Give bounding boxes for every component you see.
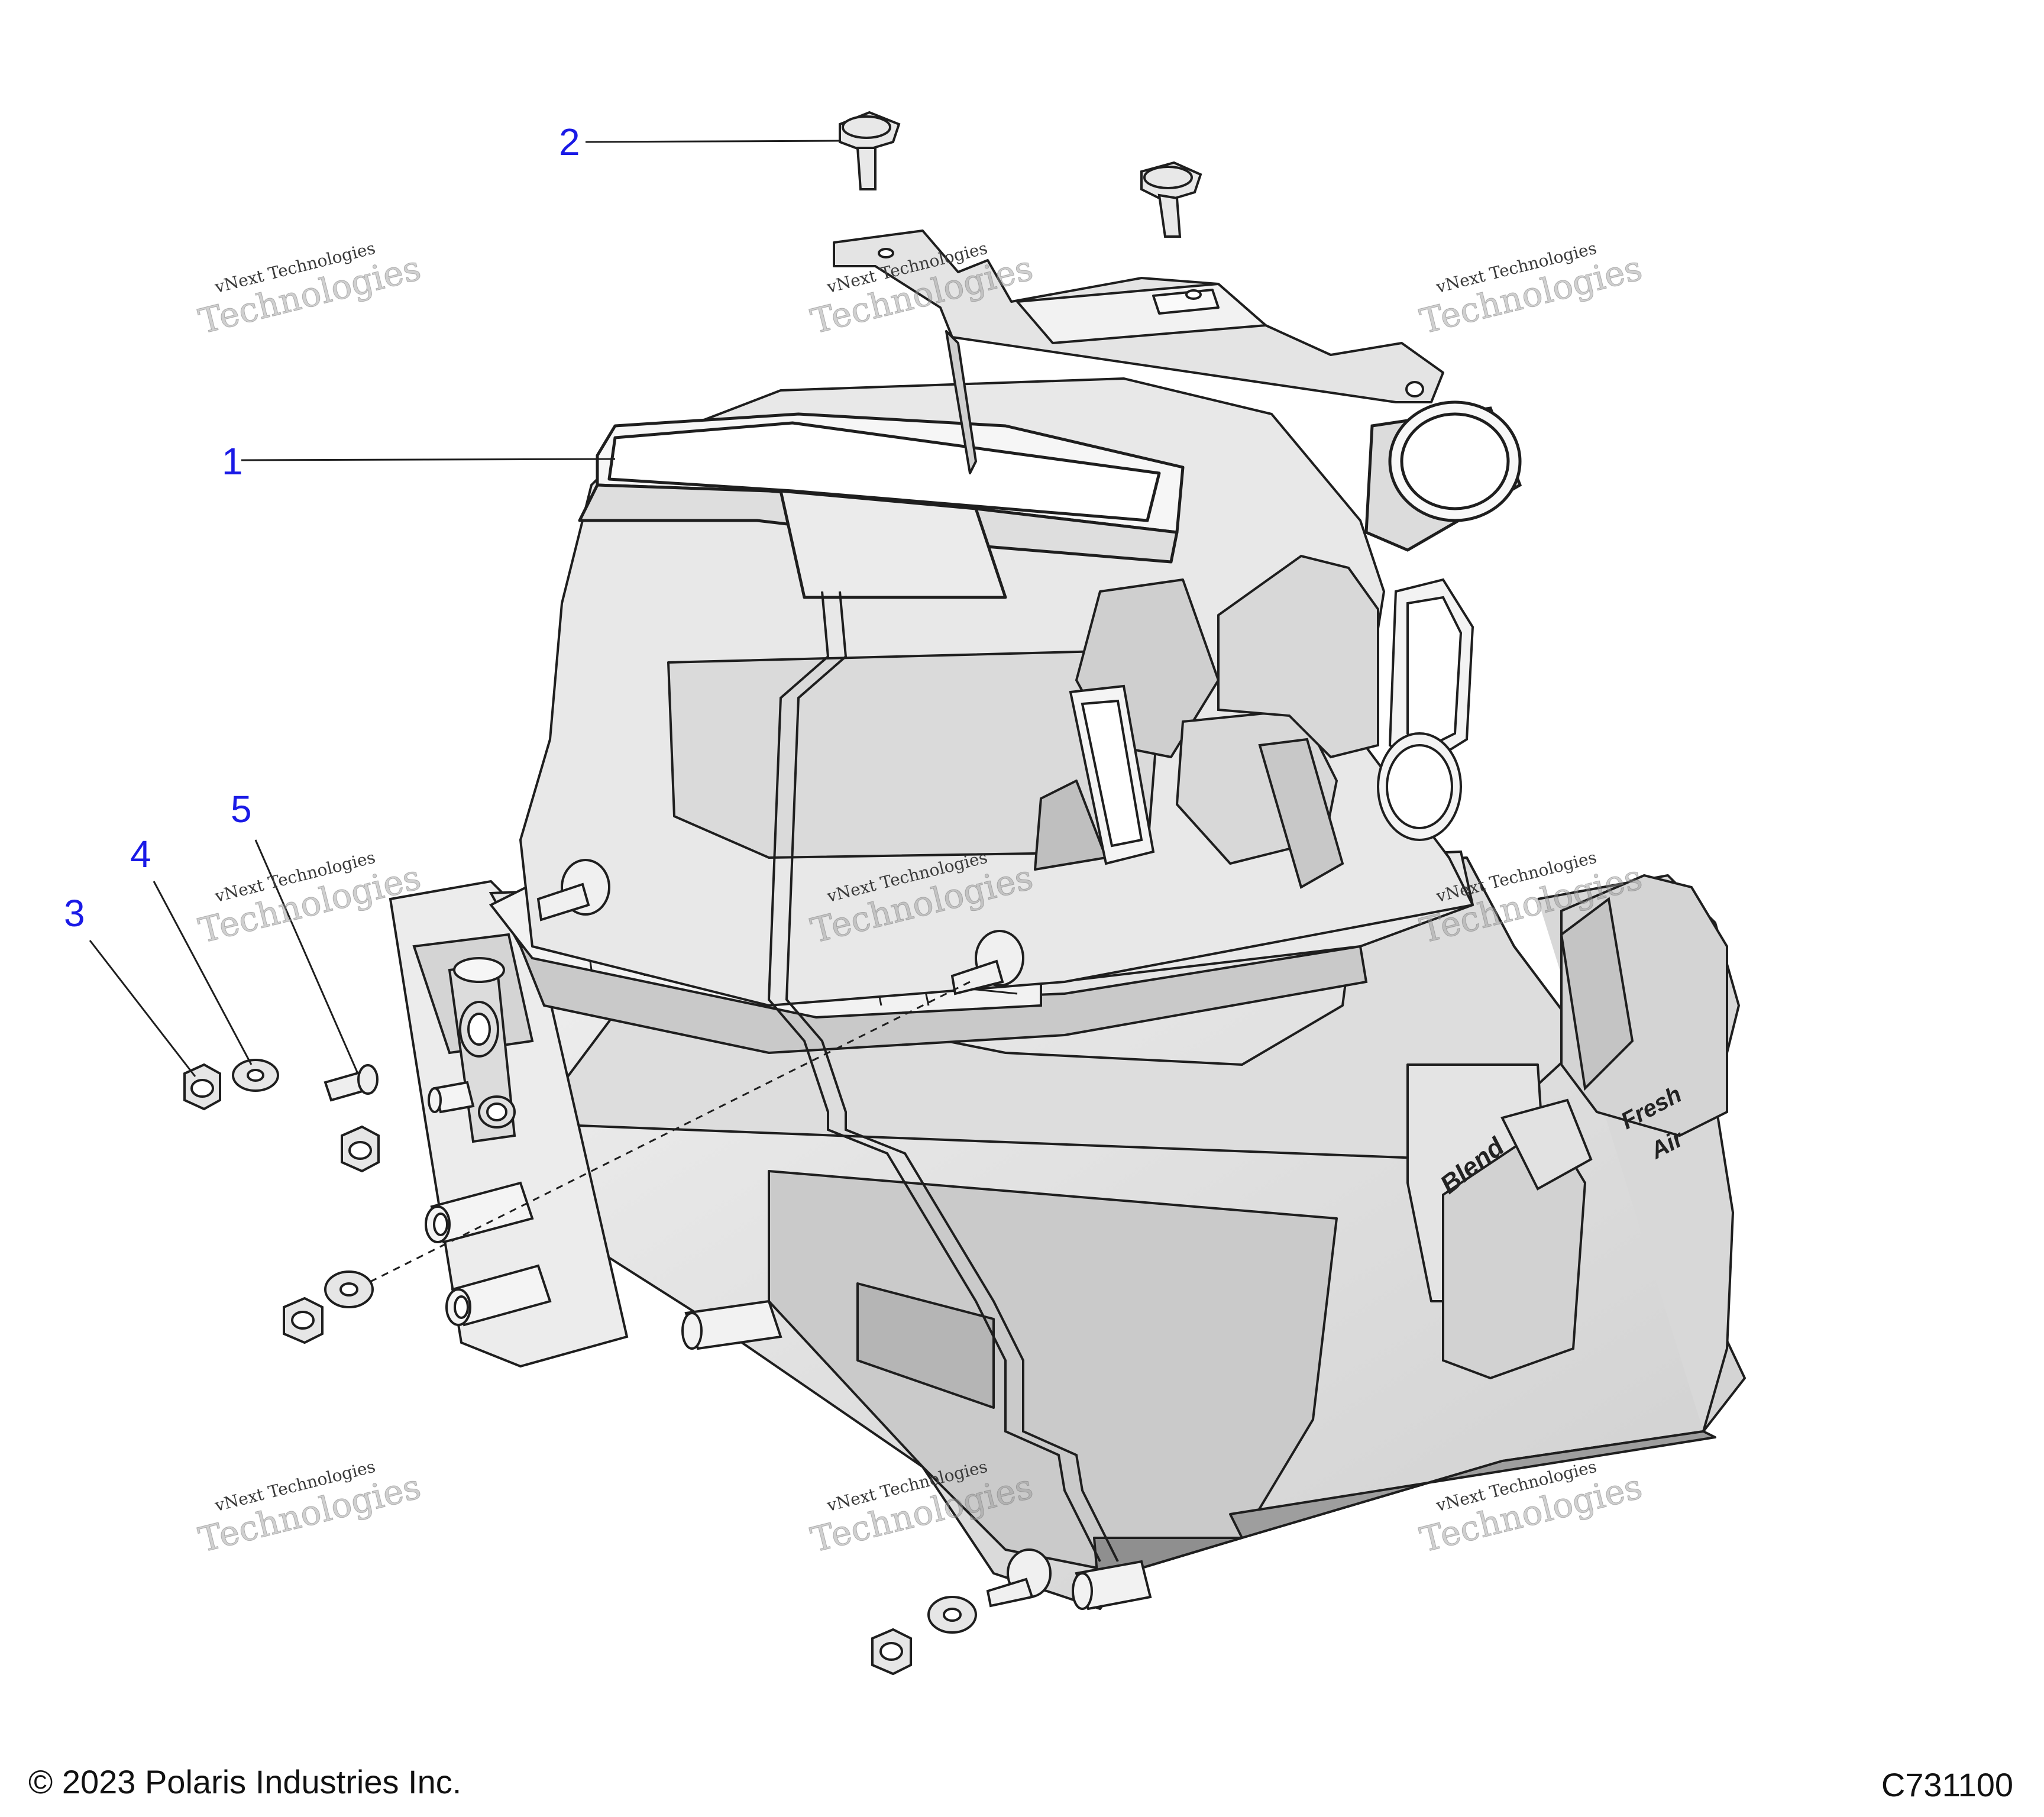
hvac-upper-housing xyxy=(519,377,1474,1007)
housing-strap xyxy=(767,591,1119,1562)
copyright-text: © 2023 Polaris Industries Inc. xyxy=(28,1763,462,1800)
nut-left-3[interactable] xyxy=(283,1297,324,1344)
callout-4[interactable]: 4 xyxy=(130,833,151,875)
housing-studs xyxy=(536,859,1052,1608)
assembly-hidden-line xyxy=(366,981,971,1285)
fresh-air-actuator xyxy=(1560,874,1728,1137)
front-flange-plate xyxy=(389,880,629,1368)
drain-tube xyxy=(681,1299,1152,1611)
callout-1[interactable]: 1 xyxy=(222,440,243,483)
nut-left-2[interactable] xyxy=(341,1125,380,1173)
side-outlet-rings xyxy=(1377,578,1474,841)
nut-bottom[interactable] xyxy=(871,1628,912,1676)
front-duct-outlet xyxy=(1069,684,1155,865)
mounting-bracket xyxy=(833,229,1444,474)
washer-left-2[interactable] xyxy=(324,1270,374,1308)
leader-lines xyxy=(89,140,840,1077)
screw-item-2b[interactable] xyxy=(1140,161,1202,238)
upper-outlet-pipe xyxy=(1364,400,1522,552)
mode-actuator xyxy=(1217,554,1379,889)
heater-core-pipes xyxy=(425,1081,552,1327)
bolt-item-5[interactable] xyxy=(324,1064,379,1102)
washer-item-4[interactable] xyxy=(232,1059,279,1092)
nut-item-3[interactable] xyxy=(183,1063,221,1111)
washer-bottom[interactable] xyxy=(927,1596,977,1634)
top-air-duct xyxy=(578,412,1185,599)
screw-item-2a[interactable] xyxy=(839,111,901,190)
callout-2[interactable]: 2 xyxy=(559,121,580,163)
blend-actuator xyxy=(1442,1098,1593,1380)
callout-3[interactable]: 3 xyxy=(64,892,85,935)
diagram-code: C731100 xyxy=(1881,1766,2013,1803)
callout-5[interactable]: 5 xyxy=(231,788,252,830)
